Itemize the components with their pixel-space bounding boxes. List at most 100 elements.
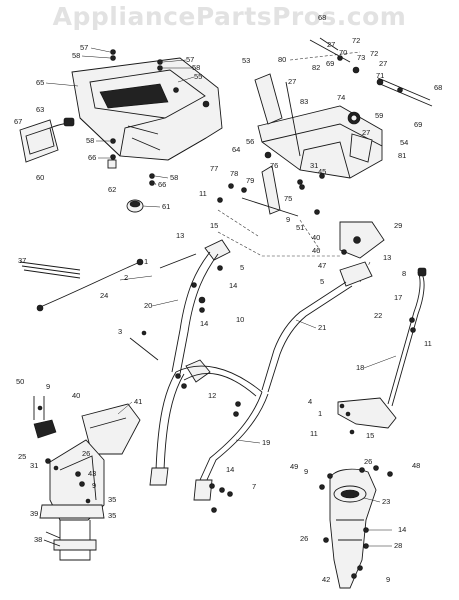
callout-29: 29 xyxy=(394,221,402,230)
callout-14c: 14 xyxy=(226,465,234,474)
callout-57: 57 xyxy=(80,43,88,52)
callout-63: 63 xyxy=(36,105,44,114)
callout-58c: 58 xyxy=(86,136,94,145)
callout-31b: 31 xyxy=(30,461,38,470)
callout-21: 21 xyxy=(318,323,326,332)
callout-26: 26 xyxy=(82,449,90,458)
callout-4: 4 xyxy=(308,397,312,406)
lower-handle-19 xyxy=(149,365,269,501)
callout-62: 62 xyxy=(108,185,116,194)
callout-9: 9 xyxy=(286,215,290,224)
callout-28: 28 xyxy=(394,541,402,550)
callout-labels: 68 72 27 70 72 73 27 71 69 82 68 69 74 5… xyxy=(14,13,442,584)
callout-57b: 57 xyxy=(186,55,194,64)
callout-26b: 26 xyxy=(364,457,372,466)
callout-83: 83 xyxy=(300,97,308,106)
cable-1 xyxy=(159,253,197,269)
callout-27: 27 xyxy=(327,40,335,49)
callout-51: 51 xyxy=(296,223,304,232)
callout-58b: 58 xyxy=(192,63,200,72)
callout-81: 81 xyxy=(398,151,406,160)
callout-1: 1 xyxy=(144,257,148,266)
hardware-14-10 xyxy=(191,265,223,313)
callout-27c: 27 xyxy=(288,77,296,86)
chute-ring-assembly xyxy=(319,465,393,589)
pin-3 xyxy=(129,330,159,361)
callout-68: 68 xyxy=(318,13,326,22)
callout-78: 78 xyxy=(230,169,238,178)
callout-9d: 9 xyxy=(304,467,308,476)
callout-66: 66 xyxy=(88,153,96,162)
callout-37: 37 xyxy=(18,256,26,265)
callout-58d: 58 xyxy=(170,173,178,182)
dash-panel-shroud xyxy=(71,57,223,161)
callout-45: 45 xyxy=(318,167,326,176)
callout-55: 55 xyxy=(194,72,202,81)
callout-15: 15 xyxy=(210,221,218,230)
callout-18: 18 xyxy=(356,363,364,372)
callout-27d: 27 xyxy=(362,128,370,137)
callout-41: 41 xyxy=(134,397,142,406)
callout-65: 65 xyxy=(36,78,44,87)
callout-1b: 1 xyxy=(318,409,322,418)
callout-27b: 27 xyxy=(379,59,387,68)
callout-61: 61 xyxy=(162,202,170,211)
chute-control-head xyxy=(33,396,57,439)
callout-76: 76 xyxy=(270,161,278,170)
callout-40: 40 xyxy=(312,233,320,242)
callout-68b: 68 xyxy=(434,83,442,92)
callout-53: 53 xyxy=(242,56,250,65)
callout-13b: 13 xyxy=(383,253,391,262)
callout-58: 58 xyxy=(72,51,80,60)
callout-11: 11 xyxy=(199,189,207,198)
callout-9e: 9 xyxy=(386,575,390,584)
cable-24 xyxy=(19,258,144,312)
callout-75: 75 xyxy=(284,194,292,203)
callout-56: 56 xyxy=(246,137,254,146)
callout-69b: 69 xyxy=(414,120,422,129)
callout-74: 74 xyxy=(337,93,345,102)
callout-15b: 15 xyxy=(366,431,374,440)
callout-67: 67 xyxy=(14,117,22,126)
callout-14: 14 xyxy=(229,281,237,290)
callout-54: 54 xyxy=(400,138,408,147)
callout-leaders xyxy=(45,47,397,547)
callout-38: 38 xyxy=(34,535,42,544)
callout-71: 71 xyxy=(376,71,384,80)
callout-47: 47 xyxy=(318,261,326,270)
callout-3: 3 xyxy=(118,327,122,336)
callout-46: 46 xyxy=(312,246,320,255)
headlight-assembly xyxy=(19,119,75,163)
callout-72b: 72 xyxy=(370,49,378,58)
callout-13: 13 xyxy=(176,231,184,240)
pivot-bracket xyxy=(299,184,385,259)
callout-60: 60 xyxy=(36,173,44,182)
callout-2: 2 xyxy=(124,273,128,282)
control-bracket-assembly xyxy=(254,37,433,185)
upper-handle-left xyxy=(171,239,231,375)
callout-64: 64 xyxy=(232,145,240,154)
callout-14b: 14 xyxy=(200,319,208,328)
callout-59: 59 xyxy=(375,111,383,120)
callout-80: 80 xyxy=(278,55,286,64)
shift-bracket xyxy=(337,397,397,435)
callout-17: 17 xyxy=(394,293,402,302)
callout-26c: 26 xyxy=(300,534,308,543)
callout-9c: 9 xyxy=(92,481,96,490)
callout-42: 42 xyxy=(322,575,330,584)
callout-69: 69 xyxy=(326,59,334,68)
watermark-text: AppliancePartsPros.com xyxy=(52,2,407,31)
callout-43: 43 xyxy=(88,469,96,478)
callout-22: 22 xyxy=(374,311,382,320)
callout-19: 19 xyxy=(262,438,270,447)
callout-23: 23 xyxy=(382,497,390,506)
callout-31: 31 xyxy=(310,161,318,170)
callout-5b: 5 xyxy=(320,277,324,286)
callout-82: 82 xyxy=(312,63,320,72)
callout-39: 39 xyxy=(30,509,38,518)
callout-7: 7 xyxy=(252,482,256,491)
callout-11c: 11 xyxy=(310,429,318,438)
callout-14d: 14 xyxy=(398,525,406,534)
callout-9b: 9 xyxy=(46,382,50,391)
control-rod-18 xyxy=(387,267,427,407)
